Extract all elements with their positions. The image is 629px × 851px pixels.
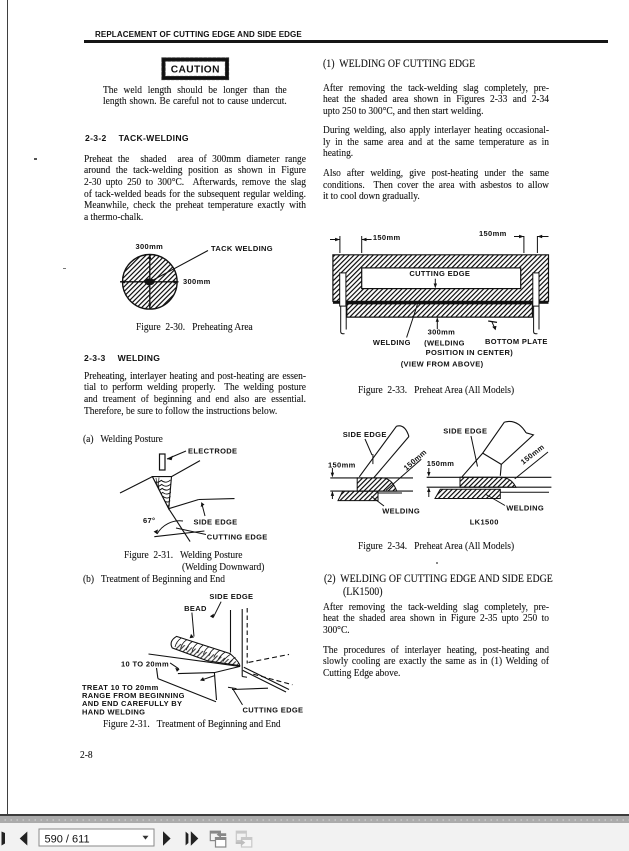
svg-text:150mm: 150mm [519,442,546,466]
svg-text:(VIEW FROM ABOVE): (VIEW FROM ABOVE) [401,359,484,368]
svg-text:BEAD: BEAD [184,604,207,613]
svg-text:BOTTOM PLATE: BOTTOM PLATE [485,337,548,346]
svg-text:RANGE FROM BEGINNING: RANGE FROM BEGINNING [82,691,185,700]
svg-text:150mm: 150mm [402,447,429,472]
svg-text:150mm: 150mm [373,233,401,242]
svg-text:AND END CAREFULLY BY: AND END CAREFULLY BY [82,699,182,708]
svg-text:POSITION IN CENTER): POSITION IN CENTER) [426,348,514,357]
svg-text:300mm: 300mm [183,277,211,286]
svg-text:SIDE EDGE: SIDE EDGE [443,427,487,436]
svg-text:300mm: 300mm [428,327,456,336]
svg-text:WELDING: WELDING [382,506,420,515]
svg-text:150mm: 150mm [328,460,356,469]
svg-text:TREAT 10 TO 20mm: TREAT 10 TO 20mm [82,683,159,692]
svg-text:CUTTING EDGE: CUTTING EDGE [207,532,268,541]
svg-text:SIDE EDGE: SIDE EDGE [209,592,253,601]
svg-text:CAUTION: CAUTION [170,64,219,75]
svg-text:ELECTRODE: ELECTRODE [188,446,237,455]
svg-text:590 / 611: 590 / 611 [45,833,90,845]
svg-text:(WELDING: (WELDING [424,338,465,347]
svg-text:150mm: 150mm [479,229,507,238]
svg-text:LK1500: LK1500 [470,518,499,527]
svg-text:67°: 67° [143,516,155,525]
svg-text:10 TO 20mm: 10 TO 20mm [121,659,169,668]
svg-text:WELDING: WELDING [373,338,411,347]
svg-text:TACK WELDING: TACK WELDING [211,244,273,253]
svg-text:SIDE EDGE: SIDE EDGE [194,518,238,527]
svg-text:150mm: 150mm [427,459,455,468]
svg-text:CUTTING EDGE: CUTTING EDGE [243,705,304,714]
svg-text:HAND WELDING: HAND WELDING [82,707,145,716]
svg-text:300mm: 300mm [136,242,164,251]
svg-text:WELDING: WELDING [506,504,544,513]
svg-text:SIDE EDGE: SIDE EDGE [343,430,387,439]
svg-text:CUTTING EDGE: CUTTING EDGE [409,269,470,278]
